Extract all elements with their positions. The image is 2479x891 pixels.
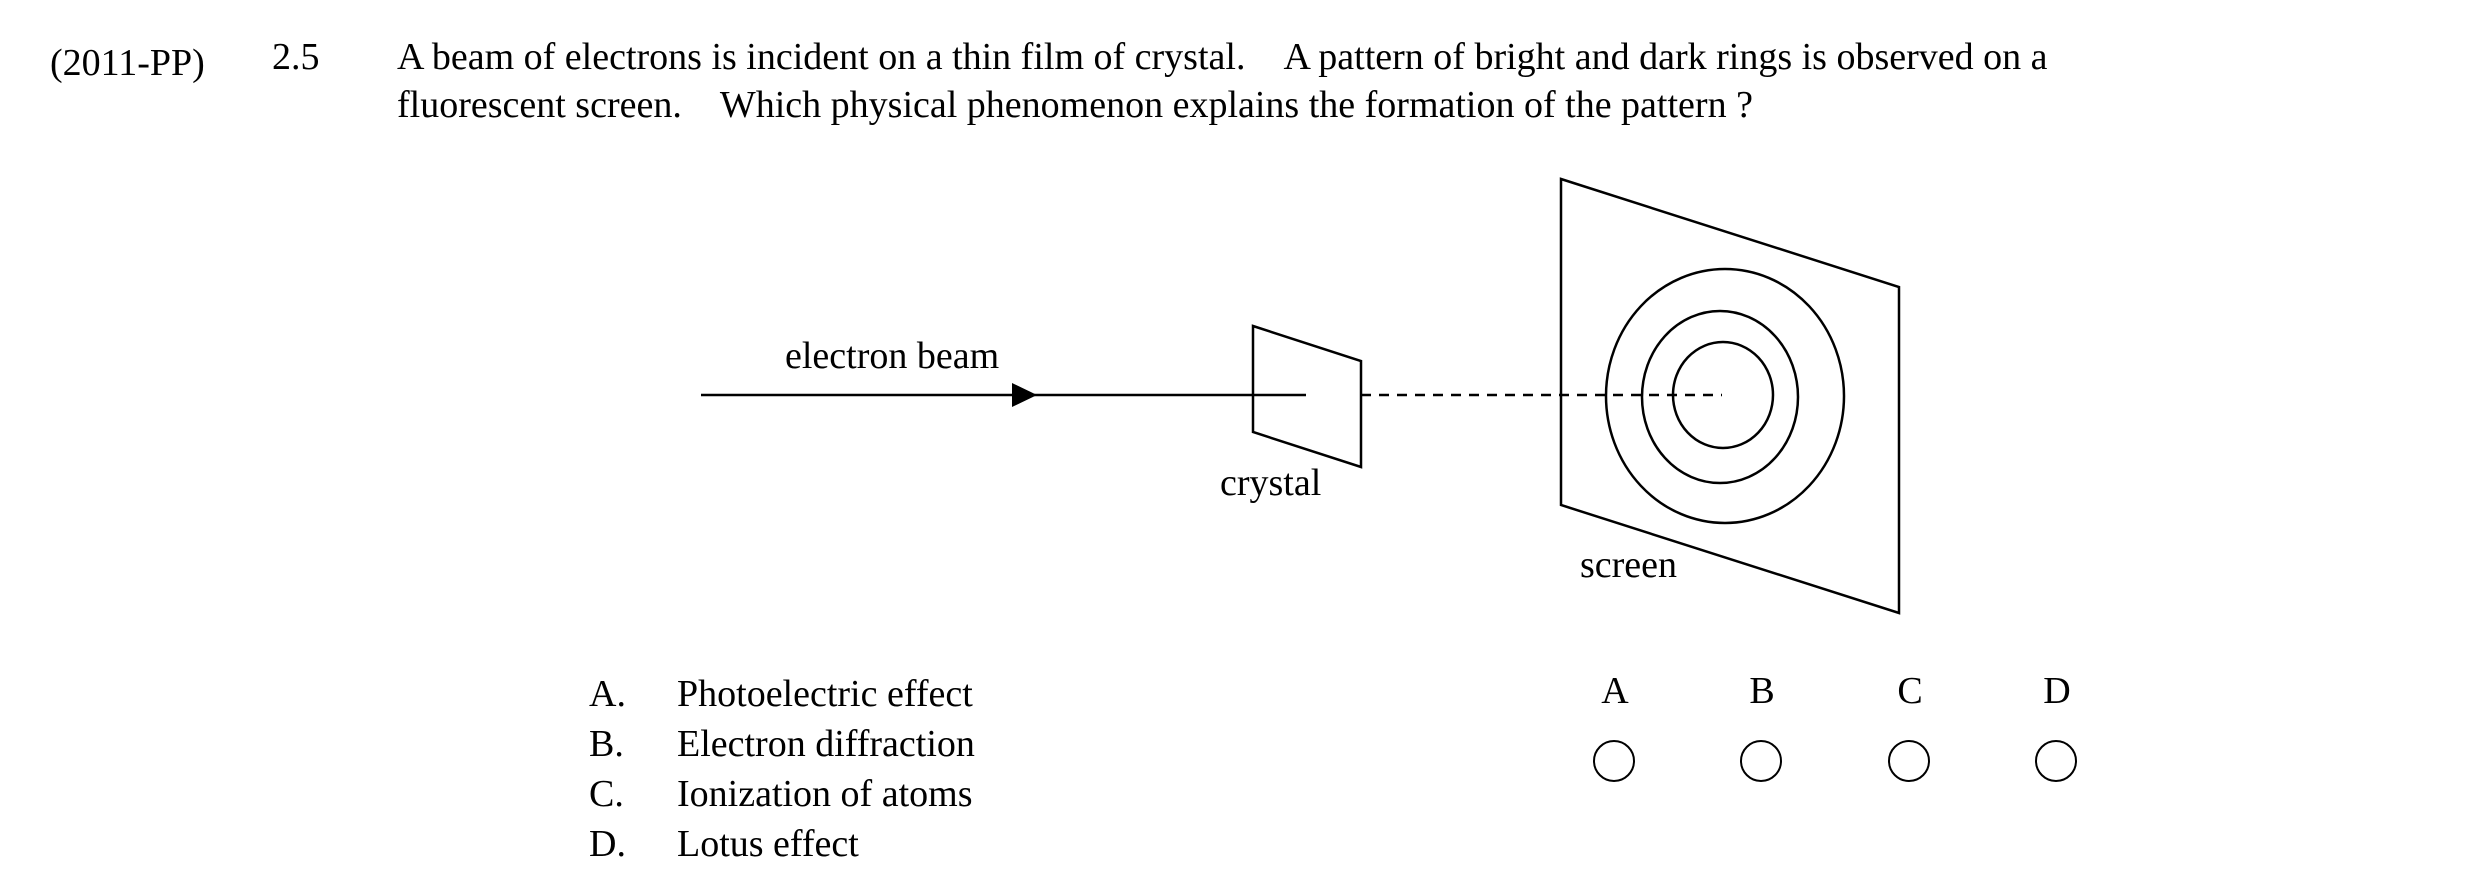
answer-bubble-d[interactable] [2035, 740, 2077, 782]
option-c-text: Ionization of atoms [677, 773, 973, 815]
answer-head-c: C [1897, 670, 1923, 712]
diffraction-ring-inner [1671, 340, 1775, 450]
answer-head-b: B [1749, 670, 1775, 712]
answer-bubble-b[interactable] [1740, 740, 1782, 782]
crystal-label: crystal [1220, 462, 1321, 504]
option-a-letter: A. [589, 673, 626, 715]
option-b-text: Electron diffraction [677, 723, 975, 765]
fluorescent-screen [1559, 177, 1901, 615]
screen-label: screen [1580, 544, 1677, 586]
option-b-letter: B. [589, 723, 624, 765]
option-c-letter: C. [589, 773, 624, 815]
option-a-text: Photoelectric effect [677, 673, 973, 715]
question-sentence-2: A pattern of bright and dark rings is ob… [1283, 36, 2048, 78]
answer-bubble-c[interactable] [1888, 740, 1930, 782]
question-line-1: A beam of electrons is incident on a thi… [397, 38, 2048, 76]
beam-arrow-icon [1012, 383, 1037, 407]
question-number: 2.5 [272, 36, 320, 78]
question-line-2: fluorescent screen. Which physical phenom… [397, 86, 1753, 124]
question-sentence-3: Which physical phenomenon explains the f… [719, 84, 1753, 126]
answer-bubble-a[interactable] [1593, 740, 1635, 782]
diffraction-ring-outer [1604, 267, 1846, 525]
option-d-text: Lotus effect [677, 823, 859, 865]
answer-head-d: D [2043, 670, 2071, 712]
electron-beam-label: electron beam [785, 335, 999, 377]
question-source: (2011-PP) [50, 42, 205, 84]
diffraction-ring-middle [1640, 309, 1800, 485]
option-d-letter: D. [589, 823, 626, 865]
question-sentence-2-cont: fluorescent screen. [397, 84, 682, 126]
answer-head-a: A [1601, 670, 1629, 712]
question-sentence-1: A beam of electrons is incident on a thi… [397, 36, 1246, 78]
crystal-film [1251, 324, 1363, 469]
